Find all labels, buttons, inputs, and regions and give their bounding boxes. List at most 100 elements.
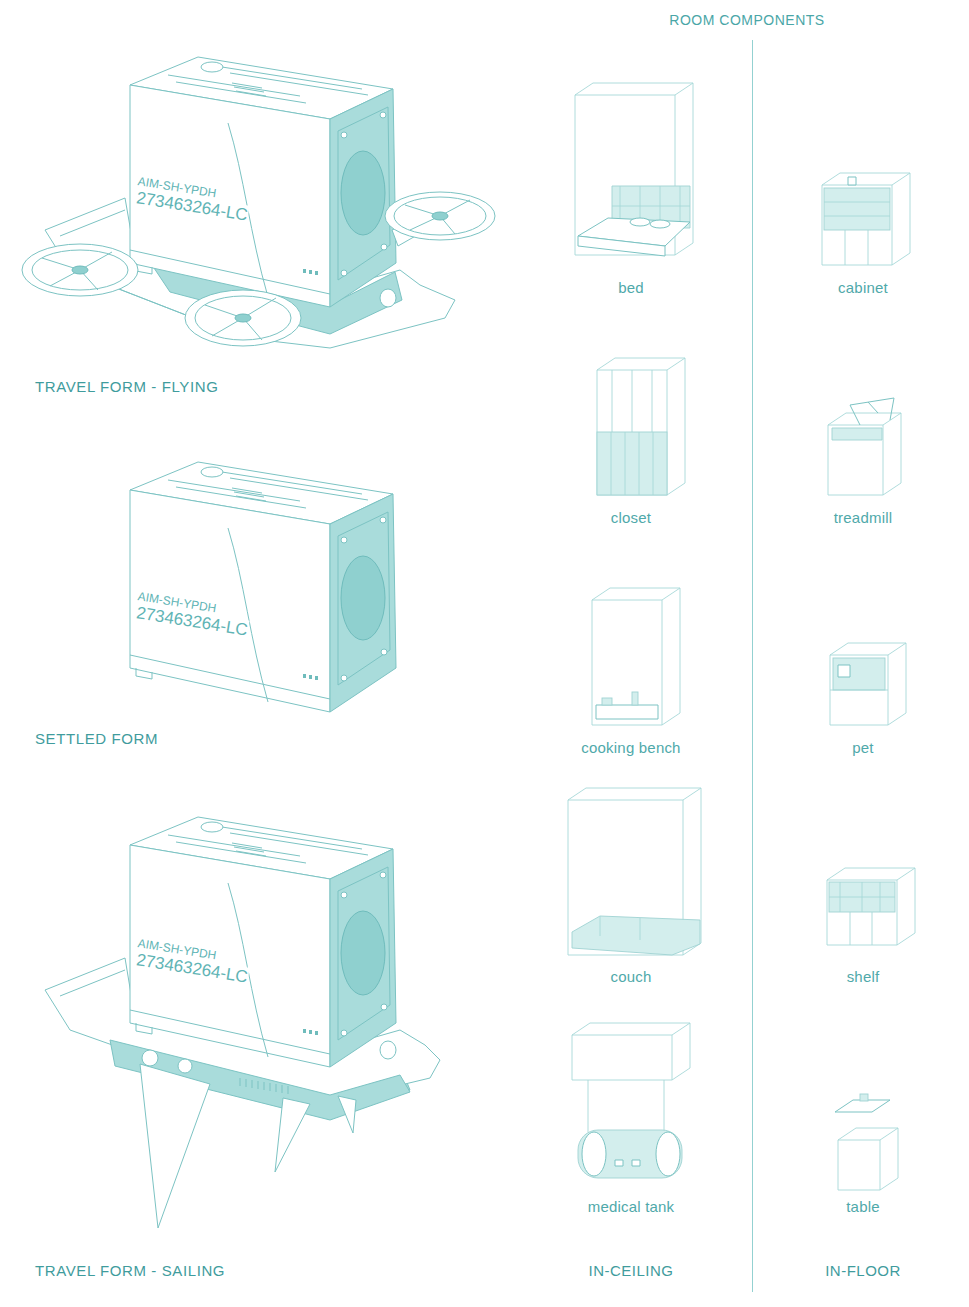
- rotor: [385, 192, 495, 246]
- rotor-part: [235, 314, 251, 322]
- medical-tank-component: [572, 1023, 690, 1178]
- medical-tank-component-part: [588, 1080, 664, 1132]
- table-component-part: [835, 1100, 890, 1112]
- pet-component-part: [830, 643, 906, 725]
- rotor-part: [432, 212, 448, 220]
- bed-component-part: [575, 83, 693, 255]
- shelf-component: [827, 868, 915, 945]
- rotor-part: [185, 290, 301, 346]
- settled-module: [130, 462, 396, 712]
- ceiling-column: bed closet cooking bench couch medical tankI…: [532, 40, 752, 1292]
- shelf-component-part: [827, 868, 915, 945]
- table-component-part: [838, 1128, 898, 1190]
- component-label: medical tank: [531, 1198, 731, 1216]
- closet-component-part: [597, 432, 667, 495]
- medical-tank-component-part: [656, 1132, 680, 1176]
- cooking-bench-component-part: [602, 698, 612, 705]
- sail-fin-part: [338, 1096, 356, 1133]
- component-label: cooking bench: [531, 739, 731, 757]
- pet-component-part: [830, 690, 888, 691]
- pet-component-part: [833, 658, 885, 690]
- rotor-part: [195, 296, 291, 340]
- sail-fin-part: [275, 1098, 310, 1172]
- medical-tank-component-part: [582, 1132, 606, 1176]
- pet-component-part: [838, 665, 850, 677]
- sensor-dome: [380, 289, 396, 307]
- bed-component-part: [630, 218, 650, 226]
- cabinet-component-part: [822, 173, 910, 265]
- rotor-part: [42, 252, 112, 290]
- rotor: [185, 290, 301, 346]
- medical-tank-component-part: [632, 1160, 640, 1166]
- hull-details-part: [380, 1041, 396, 1059]
- floor-column: cabinettreadmillpetshelftableIN-FLOOR: [752, 40, 963, 1292]
- closet-component-part: [611, 432, 653, 495]
- flying-module: [130, 57, 396, 307]
- closet-component: [597, 358, 685, 495]
- frame-shape: [532, 40, 962, 1292]
- component-label: table: [763, 1198, 963, 1216]
- couch-component-part: [568, 788, 701, 955]
- treadmill-component-part: [850, 398, 894, 425]
- cabinet-component-part: [848, 177, 856, 185]
- component-label: couch: [531, 968, 731, 986]
- rotor-part: [32, 250, 128, 290]
- rotor-part: [72, 266, 88, 274]
- table-component: [835, 1094, 898, 1190]
- bed-component-part: [650, 220, 670, 228]
- cabinet-component-part: [824, 188, 890, 230]
- pet-component: [830, 643, 906, 725]
- closet-component-part: [597, 358, 685, 495]
- medical-tank-component-part: [572, 1023, 690, 1080]
- treadmill-component-part: [828, 413, 901, 495]
- components-frame: ROOM COMPONENTSbedclosetcooking benchcou…: [532, 40, 962, 1292]
- section-title: ROOM COMPONENTS: [532, 11, 962, 29]
- sailing-hull-part: [60, 970, 125, 996]
- rotor: [22, 244, 138, 296]
- component-label: cabinet: [763, 279, 963, 297]
- component-label: bed: [531, 279, 731, 297]
- sail-fin: [140, 1064, 356, 1228]
- bed-component: [575, 83, 693, 256]
- rotor-part: [405, 200, 470, 234]
- bed-component-part: [578, 236, 665, 256]
- medical-tank-component-part: [615, 1160, 623, 1166]
- couch-component-part: [600, 916, 640, 940]
- form-panel: TRAVEL FORM - FLYINGSETTLED FORMTRAVEL F…: [8, 13, 515, 1293]
- table-component-part: [860, 1094, 868, 1101]
- cabinet-component-part: [824, 202, 890, 265]
- sailing-module: [130, 817, 396, 1067]
- column-label: IN-FLOOR: [763, 1262, 963, 1280]
- couch-component-part: [572, 916, 700, 955]
- rotor-part: [22, 244, 138, 296]
- rotor-part: [205, 298, 276, 340]
- couch-component: [568, 788, 701, 955]
- sail-fin-part: [140, 1064, 210, 1228]
- outline: [9, 14, 515, 1293]
- closet-component-part: [612, 370, 652, 432]
- component-label: closet: [531, 509, 731, 527]
- component-label: treadmill: [763, 509, 963, 527]
- cooking-bench-component-part: [596, 705, 658, 719]
- hull-details-part: [178, 1059, 192, 1073]
- treadmill-component-part: [832, 428, 882, 440]
- form-label: TRAVEL FORM - FLYING: [35, 378, 455, 396]
- hull-details-part: [240, 1078, 288, 1094]
- column-label: IN-CEILING: [531, 1262, 731, 1280]
- cooking-bench-component-part: [632, 692, 638, 705]
- sensor-dome-part: [380, 289, 396, 307]
- cooking-bench-component-part: [592, 588, 680, 725]
- cooking-bench-component: [592, 588, 680, 725]
- rotor-part: [385, 192, 495, 240]
- medical-tank-component-part: [578, 1130, 682, 1178]
- shelf-component-part: [829, 882, 895, 945]
- outline: [533, 41, 962, 1292]
- form-label: SETTLED FORM: [35, 730, 455, 748]
- cabinet-component: [822, 173, 910, 265]
- panel-shape: [8, 13, 515, 1293]
- rotor-part: [394, 197, 486, 235]
- treadmill-component: [828, 398, 901, 495]
- hull-details-part: [142, 1050, 158, 1066]
- component-label: pet: [763, 739, 963, 757]
